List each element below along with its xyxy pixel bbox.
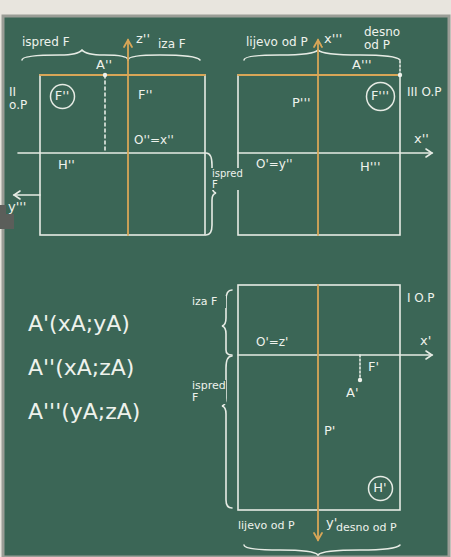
chalk-label: P' [322, 424, 337, 438]
chalk-label: desno od P [334, 522, 399, 534]
chalk-label: lijevo od P [236, 520, 297, 532]
chalk-label: P''' [290, 96, 313, 110]
circled-point: F'' [49, 83, 76, 110]
point-label: F''' [371, 89, 389, 103]
chalk-label: x' [418, 334, 433, 348]
chalk-label: A'''(yA;zA) [26, 400, 142, 424]
chalk-label: O''=x'' [132, 134, 176, 147]
chalk-label: F' [366, 360, 381, 374]
chalk-label: desno od P [362, 26, 418, 52]
chalk-label: O'=y'' [254, 158, 295, 171]
chalk-label: I O.P [405, 292, 441, 305]
chalk-label: A''' [350, 58, 374, 72]
chalk-label: O'=z' [254, 336, 290, 349]
chalk-label: x''' [322, 32, 344, 46]
chalk-label: F'' [136, 88, 155, 102]
chalk-label: A' [344, 386, 360, 400]
point-label: F'' [55, 89, 70, 103]
chalk-label: H''' [358, 160, 383, 174]
chalk-label: x'' [412, 132, 431, 146]
chalk-label: iza F [190, 296, 226, 308]
chalk-label: z'' [134, 32, 152, 46]
chalk-label: ispred F [20, 36, 72, 49]
chalk-label: iza F [156, 38, 188, 51]
chalk-label: A''(xA;zA) [26, 356, 136, 380]
point-label: H' [373, 481, 386, 495]
chalk-label: lijevo od P [244, 36, 310, 49]
chalk-label: A'(xA;yA) [26, 312, 132, 336]
chalk-label: II o.P [7, 86, 39, 112]
chalk-label: ispred F [190, 380, 226, 404]
chalk-label: III O.P [405, 86, 445, 99]
circled-point: H' [367, 475, 394, 502]
circled-point: F''' [365, 81, 396, 112]
chalk-label: H'' [56, 158, 77, 172]
chalk-label: A'' [94, 58, 114, 72]
chalk-label: y''' [6, 200, 28, 214]
chalk-label: ispred F [210, 168, 240, 190]
